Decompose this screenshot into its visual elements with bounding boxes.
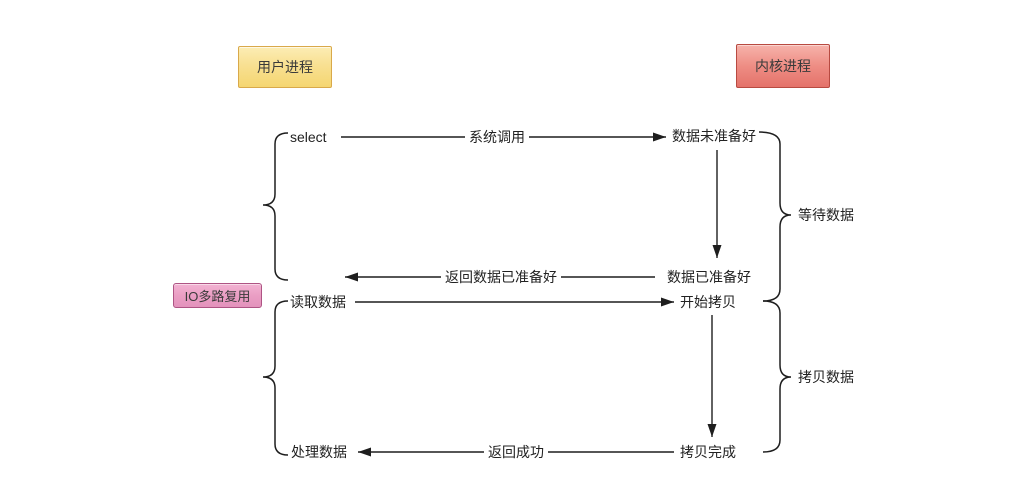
phase-label-copy-data: 拷贝数据 (798, 369, 854, 385)
node-start-copy: 开始拷贝 (680, 294, 736, 310)
edge-label-system-call: 系统调用 (465, 130, 529, 144)
user-process-box: 用户进程 (238, 46, 332, 88)
node-select: select (290, 129, 327, 145)
user-process-label: 用户进程 (257, 59, 313, 75)
node-read-data: 读取数据 (290, 294, 346, 310)
kernel-process-label: 内核进程 (755, 58, 811, 74)
node-data-ready: 数据已准备好 (667, 269, 751, 285)
io-multiplexing-label: IO多路复用 (184, 289, 251, 304)
phase-label-wait-data: 等待数据 (798, 207, 854, 223)
copy-data-brace (762, 300, 792, 453)
node-data-not-ready: 数据未准备好 (672, 128, 756, 144)
node-copy-complete: 拷贝完成 (680, 444, 736, 460)
user-wait-brace (262, 132, 289, 281)
io-multiplexing-box: IO多路复用 (173, 283, 262, 308)
wait-data-brace (758, 131, 792, 302)
edge-label-return-data-ready: 返回数据已准备好 (441, 270, 561, 284)
edge-label-return-success: 返回成功 (484, 445, 548, 459)
kernel-process-box: 内核进程 (736, 44, 830, 88)
user-copy-brace (262, 300, 289, 456)
node-process-data: 处理数据 (291, 444, 347, 460)
